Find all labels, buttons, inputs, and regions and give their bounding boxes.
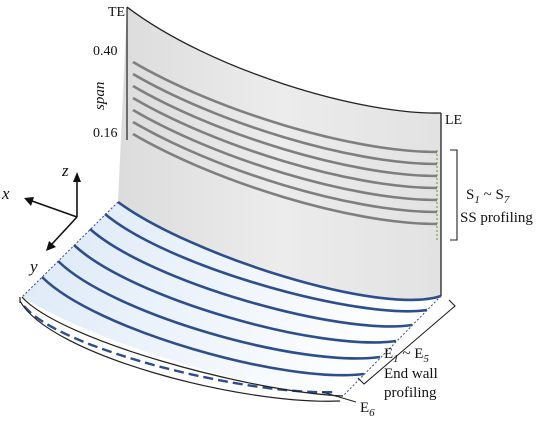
ss-caption: SS profiling bbox=[460, 210, 533, 226]
e6-label: E6 bbox=[360, 400, 375, 419]
ew-line-2 bbox=[89, 228, 413, 328]
endwall-front-edge bbox=[21, 296, 344, 397]
ss-line-7 bbox=[132, 132, 438, 226]
ew-line-4 bbox=[57, 260, 381, 360]
ss-range-label: S1 ~ S7 bbox=[466, 187, 510, 206]
e6-leader bbox=[321, 391, 357, 403]
endwall-surface bbox=[22, 202, 441, 396]
z-arrowhead bbox=[73, 172, 81, 182]
axis-y-label: y bbox=[28, 257, 38, 276]
axis-x-label: x bbox=[1, 184, 10, 203]
y-axis bbox=[51, 216, 78, 245]
span-axis-label: span bbox=[92, 82, 108, 110]
ss-line-1 bbox=[132, 60, 438, 154]
ew-bracket bbox=[357, 299, 456, 385]
ss-line-4 bbox=[132, 96, 438, 190]
le-label: LE bbox=[445, 113, 462, 128]
ss-line-5 bbox=[132, 108, 438, 202]
ew-line-5 bbox=[41, 276, 365, 377]
te-label: TE bbox=[108, 5, 125, 20]
endwall-bottom-edge bbox=[19, 300, 341, 402]
y-arrowhead bbox=[46, 241, 56, 251]
ss-line-2 bbox=[132, 72, 438, 166]
ew-caption-line2: profiling bbox=[384, 385, 437, 401]
blade-root-curve bbox=[117, 200, 442, 302]
coordinate-axes bbox=[24, 172, 81, 251]
ew-caption-line1: End wall bbox=[384, 366, 438, 382]
axis-z-label: z bbox=[61, 161, 69, 180]
ew-line-1 bbox=[104, 212, 428, 313]
ss-profile-lines bbox=[132, 60, 438, 226]
ss-line-6 bbox=[132, 120, 438, 214]
tick-label-016: 0.16 bbox=[93, 126, 118, 141]
ew-range-label: E1 ~ E5 bbox=[384, 346, 429, 365]
ss-line-3 bbox=[132, 84, 438, 178]
ss-bracket bbox=[450, 149, 458, 241]
ew-line-3 bbox=[73, 244, 397, 344]
x-arrowhead bbox=[24, 197, 34, 206]
endwall-profile-lines bbox=[41, 212, 428, 377]
blade-surface bbox=[118, 7, 441, 300]
tick-label-040: 0.40 bbox=[93, 44, 118, 59]
x-axis bbox=[31, 200, 78, 218]
blade-top-edge bbox=[126, 6, 442, 114]
endwall-te-boundary bbox=[21, 201, 119, 298]
